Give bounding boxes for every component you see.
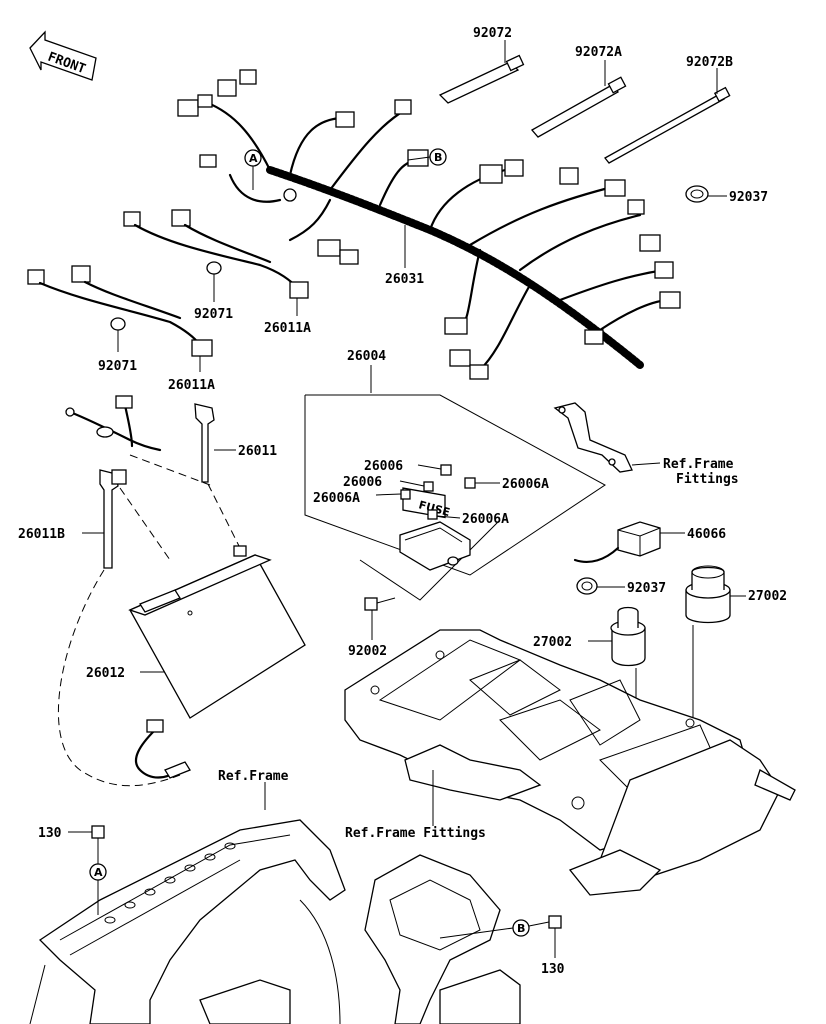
label-92071-lower: 92071 [98,359,137,374]
label-92072B: 92072B [686,55,733,70]
relay-46066 [573,521,685,564]
label-27002-left: 27002 [533,635,572,650]
battery-26012 [128,545,306,719]
cable-tie-92072 [438,40,525,104]
label-92072: 92072 [473,26,512,41]
battery-lead-26011B [82,469,171,569]
label-92071-upper: 92071 [194,307,233,322]
label-26011B: 26011B [18,527,65,542]
label-ref-frame-fittings-top-2: Fittings [676,472,739,487]
sub-harness-26011A-lower [27,265,213,372]
label-26006A-bottom: 26006A [462,512,509,527]
grommet-92071-lower [110,317,126,331]
sub-harness-26011A-upper [123,209,309,316]
callout-a-harness: A [244,149,262,190]
cover-27002-left [588,606,646,790]
bolt-130-left [68,825,105,865]
label-26011A-lower: 26011A [168,378,215,393]
label-ref-frame-fittings-top-1: Ref.Frame [663,457,734,472]
label-130-right: 130 [541,962,565,977]
callout-b-harness: B [407,148,447,166]
connector [177,99,199,117]
cable-tie-92072B [604,68,731,164]
svg-text:A: A [249,152,258,165]
label-26011A-upper: 26011A [264,321,311,336]
cable-tie-92072A [530,60,627,138]
label-26006A-right: 26006A [502,477,549,492]
label-46066: 46066 [687,527,726,542]
label-92072A: 92072A [575,45,622,60]
label-26006-b: 26006 [343,475,382,490]
label-27002-right: 27002 [748,589,787,604]
battery-tray [344,629,796,896]
clamp-92037-mid [576,577,625,595]
fuse-group-26004: FUSE [304,365,606,601]
callout-a-frame: A [89,863,107,915]
battery-harness-top [65,395,162,452]
svg-text:B: B [434,151,442,164]
bolt-130-right [548,915,562,958]
frame-holes [104,842,236,924]
svg-text:B: B [517,922,525,935]
negative-cable [134,719,191,779]
battery-lead-26011 [194,403,241,549]
cover-27002-right [685,565,746,720]
grommet-92071-upper [206,261,222,275]
frame [29,782,521,1024]
label-ref-frame: Ref.Frame [218,769,289,784]
label-26011: 26011 [238,444,277,459]
main-harness-26031 [177,69,681,380]
label-26004: 26004 [347,349,386,364]
label-130-left: 130 [38,826,62,841]
svg-text:A: A [94,866,103,879]
label-92037-mid: 92037 [627,581,666,596]
callout-b-frame: B [439,919,550,939]
label-ref-frame-fittings-bottom: Ref.Frame Fittings [345,826,486,841]
label-92002: 92002 [348,644,387,659]
bracket-top [553,402,661,473]
clamp-92037-top [685,185,727,203]
label-26012: 26012 [86,666,125,681]
label-26031: 26031 [385,272,424,287]
front-arrow-icon: FRONT [29,30,97,81]
label-92037-top: 92037 [729,190,768,205]
bolt-92002 [364,597,396,640]
label-26006A-left: 26006A [313,491,360,506]
label-26006-a: 26006 [364,459,403,474]
